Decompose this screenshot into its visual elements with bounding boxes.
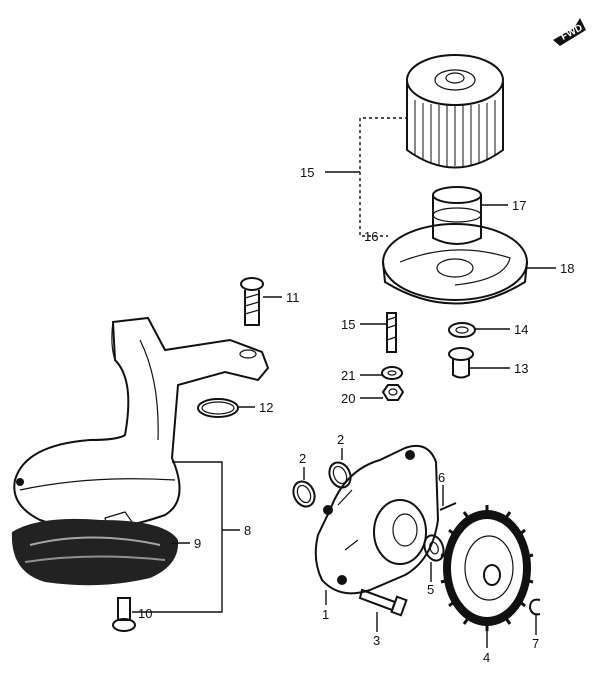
- leader-lines: [132, 117, 556, 648]
- callout-16: 16: [364, 229, 378, 244]
- callout-15-stud: 15: [341, 317, 355, 332]
- callout-10: 10: [138, 606, 152, 621]
- callout-6: 6: [438, 470, 445, 485]
- callout-13: 13: [514, 361, 528, 376]
- oil-pump-gear: [440, 505, 534, 631]
- screw-10: [112, 597, 136, 632]
- callout-5: 5: [427, 582, 434, 597]
- oil-strainer: [13, 316, 270, 530]
- callout-1: 1: [322, 607, 329, 622]
- o-ring-2a: [292, 480, 316, 508]
- oil-filter-cartridge: [406, 54, 504, 169]
- callout-12: 12: [259, 400, 273, 415]
- callout-9: 9: [194, 536, 201, 551]
- callout-18: 18: [560, 261, 574, 276]
- callout-15-filter: 15: [300, 165, 314, 180]
- fwd-direction-badge: FWD: [553, 18, 586, 46]
- callout-11: 11: [286, 290, 300, 305]
- oil-pump-body: [314, 444, 440, 595]
- callout-20: 20: [341, 391, 355, 406]
- callout-3: 3: [373, 633, 380, 648]
- washer-5: [423, 534, 445, 562]
- callout-17: 17: [512, 198, 526, 213]
- nut-20: [381, 384, 405, 401]
- plug-13: [448, 347, 474, 379]
- stud-bolt-15: [386, 312, 397, 353]
- washer-21: [381, 366, 403, 380]
- bolt-11: [240, 277, 264, 326]
- callout-14: 14: [514, 322, 528, 337]
- filter-sleeve: [432, 186, 482, 245]
- gasket-14: [448, 322, 476, 338]
- callout-8: 8: [244, 523, 251, 538]
- o-ring-12: [197, 398, 239, 418]
- strainer-mesh: [11, 518, 179, 586]
- callout-7: 7: [532, 636, 539, 651]
- callout-2b: 2: [337, 432, 344, 447]
- circlip-7: [528, 598, 541, 616]
- callout-4: 4: [483, 650, 490, 665]
- svg-text:FWD: FWD: [559, 22, 584, 42]
- pin-6: [439, 502, 457, 511]
- callout-21: 21: [341, 368, 355, 383]
- bolt-3: [358, 588, 408, 617]
- o-ring-2b: [328, 461, 352, 489]
- filter-cover-plate: [382, 223, 528, 305]
- callout-2a: 2: [299, 451, 306, 466]
